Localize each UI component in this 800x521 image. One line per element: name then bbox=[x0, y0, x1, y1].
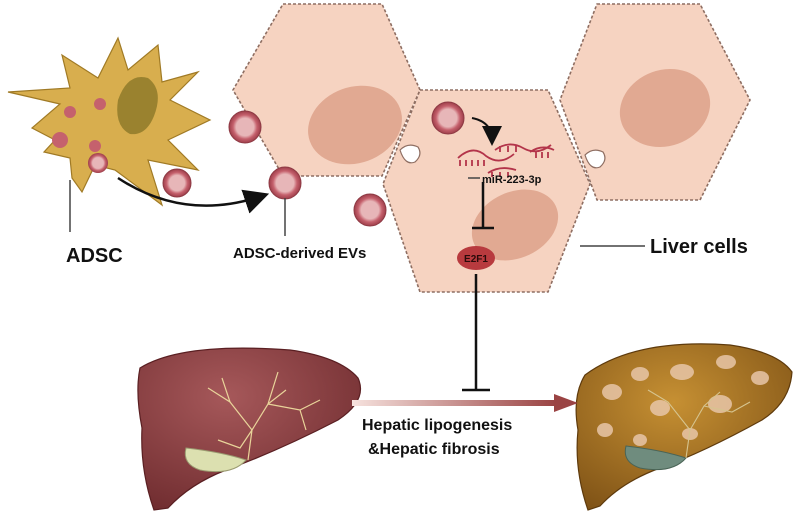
outcome-label-line2: &Hepatic fibrosis bbox=[368, 441, 500, 458]
disease-progression-arrow bbox=[352, 394, 578, 412]
liver-cells-label: Liver cells bbox=[650, 236, 748, 258]
extracellular-vesicle bbox=[268, 166, 302, 200]
adsc-internal-vesicle bbox=[52, 132, 68, 148]
adsc-internal-vesicle bbox=[64, 106, 76, 118]
diseased-liver-shape bbox=[575, 343, 793, 511]
gap-junction-2 bbox=[584, 149, 606, 169]
hepatocyte-nucleus-1 bbox=[308, 85, 402, 165]
mirna-label: miR-223-3p bbox=[482, 174, 542, 186]
diseased-gallbladder bbox=[624, 445, 687, 471]
extracellular-vesicle bbox=[353, 193, 387, 227]
adsc-label: ADSC bbox=[66, 245, 123, 267]
mirna-strands bbox=[457, 143, 555, 177]
extracellular-vesicle bbox=[431, 101, 465, 135]
hepatocyte-nucleus-2 bbox=[471, 189, 559, 261]
healthy-liver bbox=[137, 347, 362, 511]
extracellular-vesicle bbox=[162, 168, 192, 198]
healthy-liver-shape bbox=[137, 347, 362, 511]
adsc-cell-body bbox=[7, 36, 212, 207]
hepatocyte-nucleus-3 bbox=[619, 68, 711, 148]
adsc-internal-vesicle bbox=[89, 140, 101, 152]
gap-junction-1 bbox=[399, 144, 421, 164]
outcome-label-line1: Hepatic lipogenesis bbox=[362, 417, 512, 434]
healthy-liver-vessels bbox=[207, 371, 321, 461]
diseased-liver-vessels bbox=[647, 389, 751, 459]
release-arrow bbox=[471, 117, 502, 146]
adsc-nucleus bbox=[117, 76, 158, 135]
adsc-cell bbox=[7, 36, 212, 207]
adsc-internal-vesicle bbox=[94, 98, 106, 110]
fibrosis-patches bbox=[597, 355, 769, 446]
liver-cell-group bbox=[232, 3, 751, 293]
transfer-arrow bbox=[117, 176, 270, 214]
adsc-budding-vesicle bbox=[88, 153, 108, 173]
e2f1-protein bbox=[457, 246, 495, 270]
e2f1-label: E2F1 bbox=[464, 254, 488, 265]
extracellular-vesicle bbox=[228, 110, 262, 144]
diseased-liver bbox=[575, 343, 793, 511]
evs-label: ADSC-derived EVs bbox=[233, 245, 366, 262]
healthy-gallbladder bbox=[184, 447, 247, 473]
